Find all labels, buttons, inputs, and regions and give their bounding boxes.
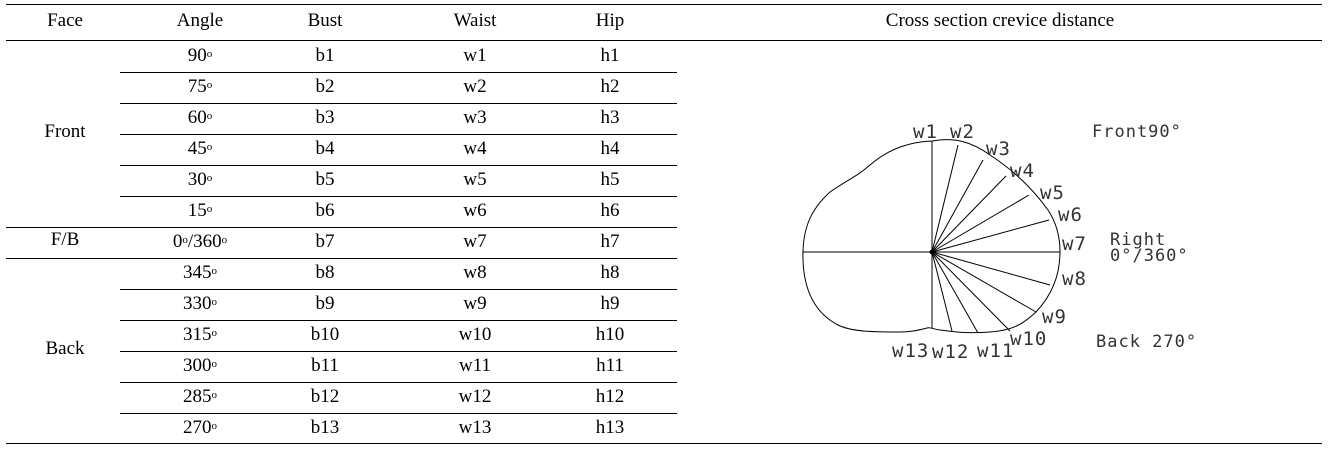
face-fb: F/B bbox=[50, 229, 80, 250]
face-back: Back bbox=[45, 338, 85, 359]
point-label-w4: w4 bbox=[1010, 160, 1035, 182]
cell-waist: w12 bbox=[458, 386, 492, 407]
cell-angle: 60o bbox=[187, 107, 213, 128]
row-rule bbox=[120, 351, 677, 352]
point-label-w5: w5 bbox=[1040, 182, 1065, 204]
cell-bust: b8 bbox=[315, 262, 335, 283]
point-label-w12: w12 bbox=[932, 341, 970, 363]
cell-waist: w4 bbox=[463, 138, 487, 159]
cell-bust: b4 bbox=[315, 138, 335, 159]
point-label-w7: w7 bbox=[1062, 233, 1087, 255]
header-rule bbox=[6, 40, 1322, 41]
cell-bust: b12 bbox=[310, 386, 340, 407]
cell-waist: w2 bbox=[463, 76, 487, 97]
cell-hip: h2 bbox=[600, 76, 620, 97]
header-hip: Hip bbox=[595, 10, 625, 31]
cell-waist: w10 bbox=[458, 324, 492, 345]
cell-waist: w5 bbox=[463, 169, 487, 190]
header-angle: Angle bbox=[176, 10, 224, 31]
cell-angle: 285o bbox=[183, 386, 217, 407]
cell-hip: h13 bbox=[595, 417, 625, 438]
cell-bust: b6 bbox=[315, 200, 335, 221]
cell-hip: h6 bbox=[600, 200, 620, 221]
point-label-w8: w8 bbox=[1062, 268, 1087, 290]
group-rule bbox=[6, 227, 677, 228]
cell-hip: h7 bbox=[600, 231, 620, 252]
cell-waist: w3 bbox=[463, 107, 487, 128]
face-front: Front bbox=[44, 121, 86, 142]
cell-bust: b7 bbox=[315, 231, 335, 252]
cell-hip: h5 bbox=[600, 169, 620, 190]
point-label-w10: w10 bbox=[1010, 328, 1048, 350]
cell-bust: b1 bbox=[315, 45, 335, 66]
label-right-2: 0°/360° bbox=[1110, 246, 1189, 266]
waist-cross-section-diagram bbox=[802, 139, 1061, 334]
cell-angle: 0o/360o bbox=[172, 231, 228, 252]
cell-angle: 300o bbox=[183, 355, 217, 376]
header-diagram: Cross section crevice distance bbox=[885, 10, 1115, 31]
header-bust: Bust bbox=[307, 10, 343, 31]
center-point bbox=[929, 249, 935, 255]
cell-waist: w8 bbox=[463, 262, 487, 283]
point-label-w2: w2 bbox=[950, 121, 975, 143]
cell-angle: 15o bbox=[187, 200, 213, 221]
row-rule bbox=[120, 134, 677, 135]
cell-hip: h3 bbox=[600, 107, 620, 128]
cell-waist: w11 bbox=[458, 355, 492, 376]
point-label-w6: w6 bbox=[1058, 204, 1083, 226]
point-label-w1: w1 bbox=[913, 121, 938, 143]
row-rule bbox=[120, 413, 677, 414]
cell-bust: b3 bbox=[315, 107, 335, 128]
row-rule bbox=[120, 289, 677, 290]
bottom-rule bbox=[6, 443, 1322, 444]
point-label-w11: w11 bbox=[977, 340, 1015, 362]
cell-hip: h8 bbox=[600, 262, 620, 283]
label-front: Front90° bbox=[1092, 122, 1182, 142]
point-label-w9: w9 bbox=[1042, 306, 1067, 328]
header-waist: Waist bbox=[453, 10, 497, 31]
cell-bust: b2 bbox=[315, 76, 335, 97]
cell-angle: 315o bbox=[183, 324, 217, 345]
row-rule bbox=[120, 103, 677, 104]
cell-hip: h4 bbox=[600, 138, 620, 159]
point-label-w13: w13 bbox=[892, 340, 930, 362]
cell-bust: b5 bbox=[315, 169, 335, 190]
cell-hip: h11 bbox=[596, 355, 624, 376]
cell-angle: 270o bbox=[183, 417, 217, 438]
cell-bust: b9 bbox=[315, 293, 335, 314]
cell-waist: w9 bbox=[463, 293, 487, 314]
row-rule bbox=[120, 320, 677, 321]
cell-waist: w7 bbox=[463, 231, 487, 252]
cell-bust: b10 bbox=[310, 324, 340, 345]
cell-bust: b11 bbox=[311, 355, 339, 376]
point-label-w3: w3 bbox=[986, 138, 1011, 160]
row-rule bbox=[120, 382, 677, 383]
group-rule bbox=[6, 258, 677, 259]
cell-waist: w6 bbox=[463, 200, 487, 221]
cell-angle: 75o bbox=[187, 76, 213, 97]
cell-angle: 345o bbox=[183, 262, 217, 283]
cell-hip: h9 bbox=[600, 293, 620, 314]
cell-angle: 90o bbox=[187, 45, 213, 66]
cell-waist: w13 bbox=[458, 417, 492, 438]
cell-hip: h1 bbox=[600, 45, 620, 66]
cell-angle: 45o bbox=[187, 138, 213, 159]
cell-bust: b13 bbox=[310, 417, 340, 438]
cell-hip: h12 bbox=[595, 386, 625, 407]
cell-waist: w1 bbox=[463, 45, 487, 66]
label-right-1: Right bbox=[1110, 230, 1167, 250]
top-rule bbox=[6, 4, 1322, 5]
cell-hip: h10 bbox=[595, 324, 625, 345]
cell-angle: 330o bbox=[183, 293, 217, 314]
row-rule bbox=[120, 165, 677, 166]
row-rule bbox=[120, 72, 677, 73]
header-face: Face bbox=[47, 10, 83, 31]
label-back: Back 270° bbox=[1096, 332, 1198, 352]
row-rule bbox=[120, 196, 677, 197]
cell-angle: 30o bbox=[187, 169, 213, 190]
